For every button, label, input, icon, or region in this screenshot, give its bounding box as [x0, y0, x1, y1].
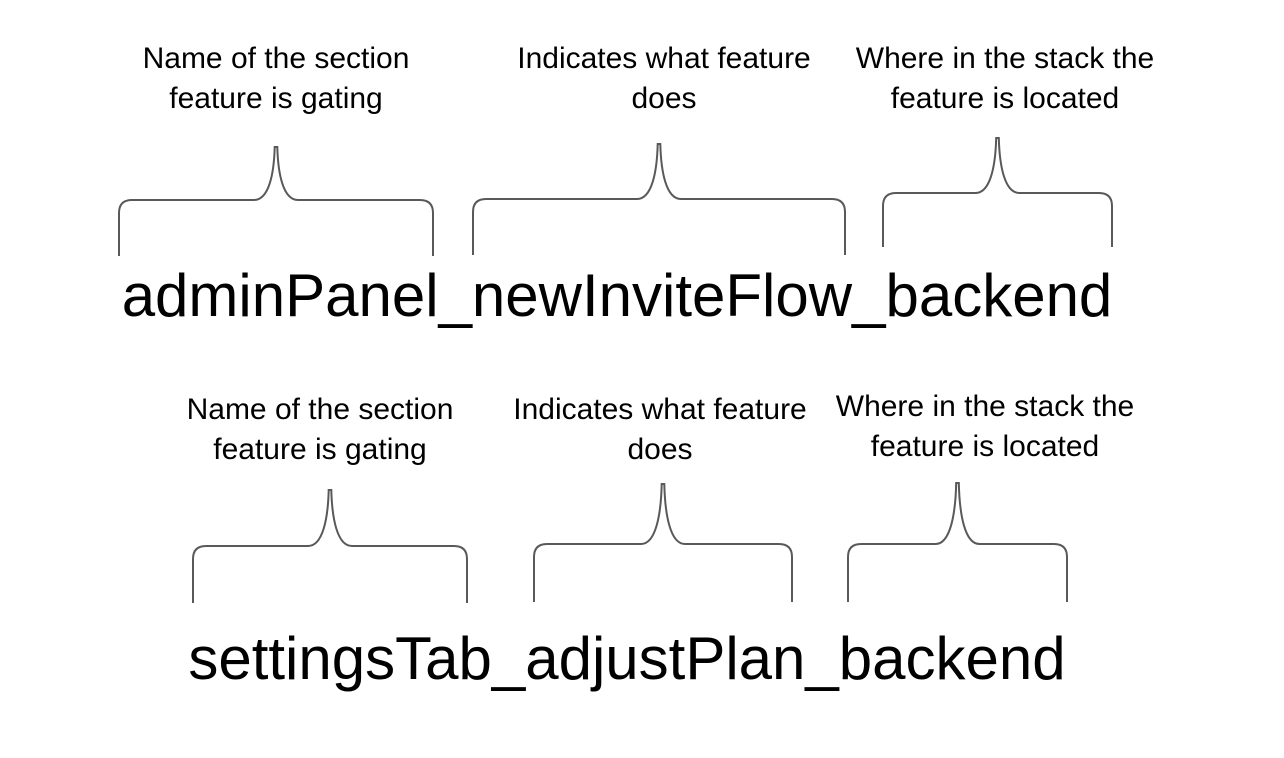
annotation-label-section: Name of the section feature is gating: [142, 42, 410, 115]
annotation-label-section: Name of the section feature is gating: [186, 393, 454, 466]
curly-brace: [847, 482, 1068, 602]
annotation-label-stack: Where in the stack the feature is locate…: [855, 42, 1155, 115]
annotation-label-feature: Indicates what feature does: [517, 42, 811, 115]
curly-brace: [192, 489, 468, 603]
curly-brace: [472, 143, 846, 255]
curly-brace: [533, 483, 793, 602]
curly-brace: [118, 146, 434, 256]
annotation-label-stack: Where in the stack the feature is locate…: [835, 390, 1135, 463]
annotation-label-feature: Indicates what feature does: [513, 393, 807, 466]
curly-brace: [882, 137, 1113, 247]
flag-name: adminPanel_newInviteFlow_backend: [121, 262, 1113, 329]
flag-name: settingsTab_adjustPlan_backend: [188, 625, 1066, 692]
